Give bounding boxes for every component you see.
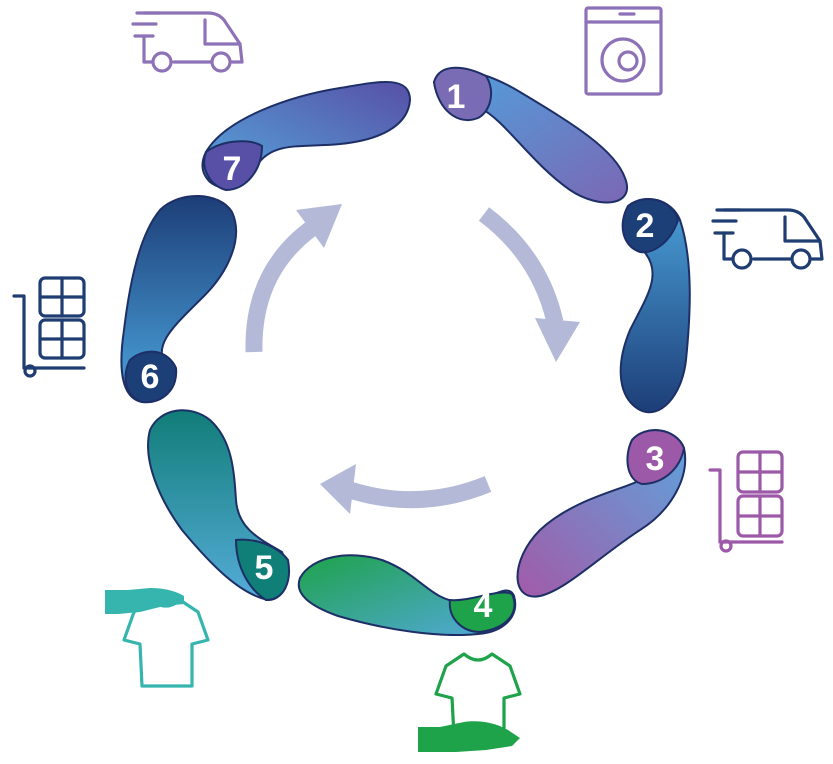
hand-giving-shirt-icon [105, 588, 210, 688]
cycle-arrowhead-right [535, 318, 580, 362]
petal-1: 1 [432, 66, 628, 204]
cycle-arrows [245, 207, 564, 509]
hand-receiving-shirt-icon [418, 652, 522, 752]
delivery-van-icon [711, 208, 824, 270]
petal-4: 4 [297, 554, 517, 637]
laundry-cart-icon [12, 276, 86, 378]
shirt-icon [434, 652, 522, 738]
laundry-cart-icon [708, 450, 784, 553]
cycle-arrow-bottom [347, 476, 492, 509]
petal-5: 5 [147, 409, 290, 602]
delivery-van-icon [131, 11, 244, 73]
step-number-5: 5 [255, 549, 274, 587]
cycle-arrowheads [296, 204, 580, 514]
step-number-3: 3 [646, 440, 665, 478]
petal-6: 6 [120, 195, 237, 404]
petal-2: 2 [619, 197, 691, 414]
washing-machine-icon [584, 6, 663, 96]
step-number-6: 6 [141, 358, 160, 396]
petal-7: 7 [201, 81, 412, 192]
step-number-1: 1 [447, 78, 466, 116]
cycle-arrowhead-bottom [320, 464, 356, 514]
cycle-arrow-right [478, 207, 564, 324]
cycle-arrow-left [245, 221, 318, 353]
cycle-arrowhead-left [296, 204, 342, 248]
shirt-icon [122, 598, 210, 688]
petal-3: 3 [516, 429, 687, 598]
step-number-7: 7 [223, 150, 242, 188]
step-number-4: 4 [474, 587, 493, 625]
step-number-2: 2 [636, 207, 655, 245]
